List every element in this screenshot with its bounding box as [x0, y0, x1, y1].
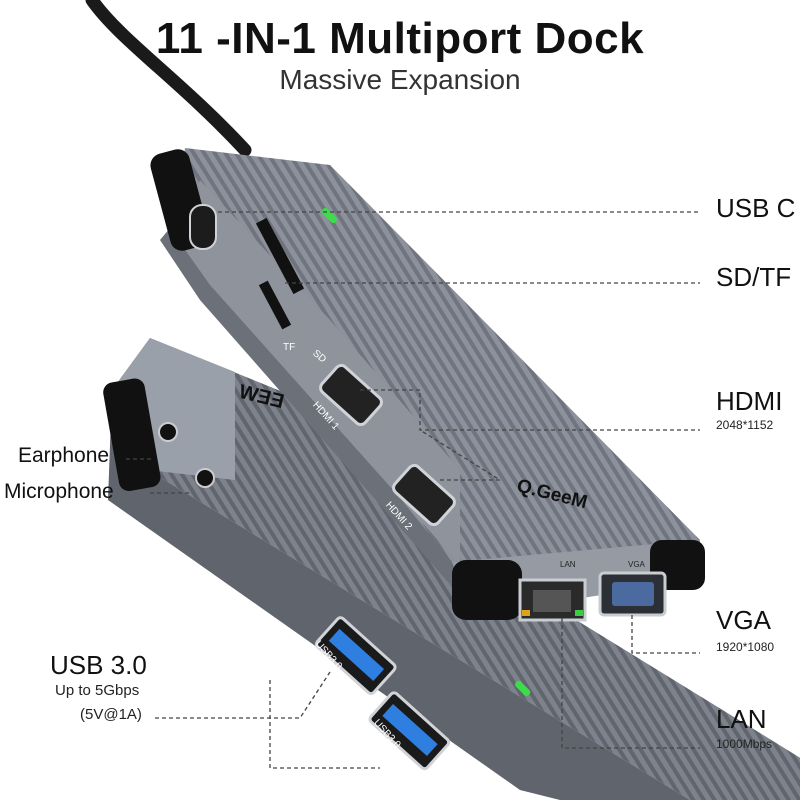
label-usb3-speed: Up to 5Gbps [55, 682, 140, 699]
hdmi1-port [319, 363, 383, 427]
label-tf: TF [283, 342, 295, 353]
label-usb-c: USB C [716, 193, 796, 223]
microphone-jack [195, 468, 215, 488]
leader-usb-a [155, 671, 331, 719]
leader-lines [126, 211, 700, 769]
page-title: 11 -IN-1 Multiport Dock [155, 14, 645, 63]
hdmi2-port [392, 463, 456, 527]
label-microphone: Microphone [4, 480, 114, 503]
label-sd-tf: SD/TF [716, 262, 792, 292]
leader-hdmi2 [419, 429, 503, 481]
upper-unit-side [160, 222, 455, 590]
leader-lan [561, 618, 700, 749]
usb-c-port [189, 204, 217, 250]
sd-slot [255, 217, 305, 295]
usb3-port-2 [368, 691, 451, 771]
earphone-jack [158, 422, 178, 442]
label-usb3: USB 3.0 [50, 650, 147, 680]
leader-vga [631, 615, 700, 654]
label-vga: VGA [716, 605, 771, 635]
label-vga-spec: 1920*1080 [716, 640, 775, 654]
label-vga: VGA [628, 560, 646, 569]
label-hdmi: HDMI [716, 386, 783, 416]
label-earphone: Earphone [18, 444, 110, 467]
page-subtitle: Massive Expansion [279, 64, 521, 95]
leader-hdmi [360, 389, 700, 431]
label-lan-spec: 1000Mbps [716, 737, 773, 751]
label-lan: LAN [560, 560, 576, 569]
label-lan: LAN [716, 704, 767, 734]
label-usb3-power: (5V@1A) [80, 706, 142, 723]
indicator-light-bottom [515, 680, 531, 696]
tf-slot [258, 280, 292, 330]
usb-c-cable [85, 0, 252, 157]
usb3-port-1 [314, 616, 397, 696]
label-hdmi-spec: 2048*1152 [716, 418, 774, 432]
leader-usb-b [269, 680, 380, 769]
upper-unit-top [175, 148, 700, 572]
